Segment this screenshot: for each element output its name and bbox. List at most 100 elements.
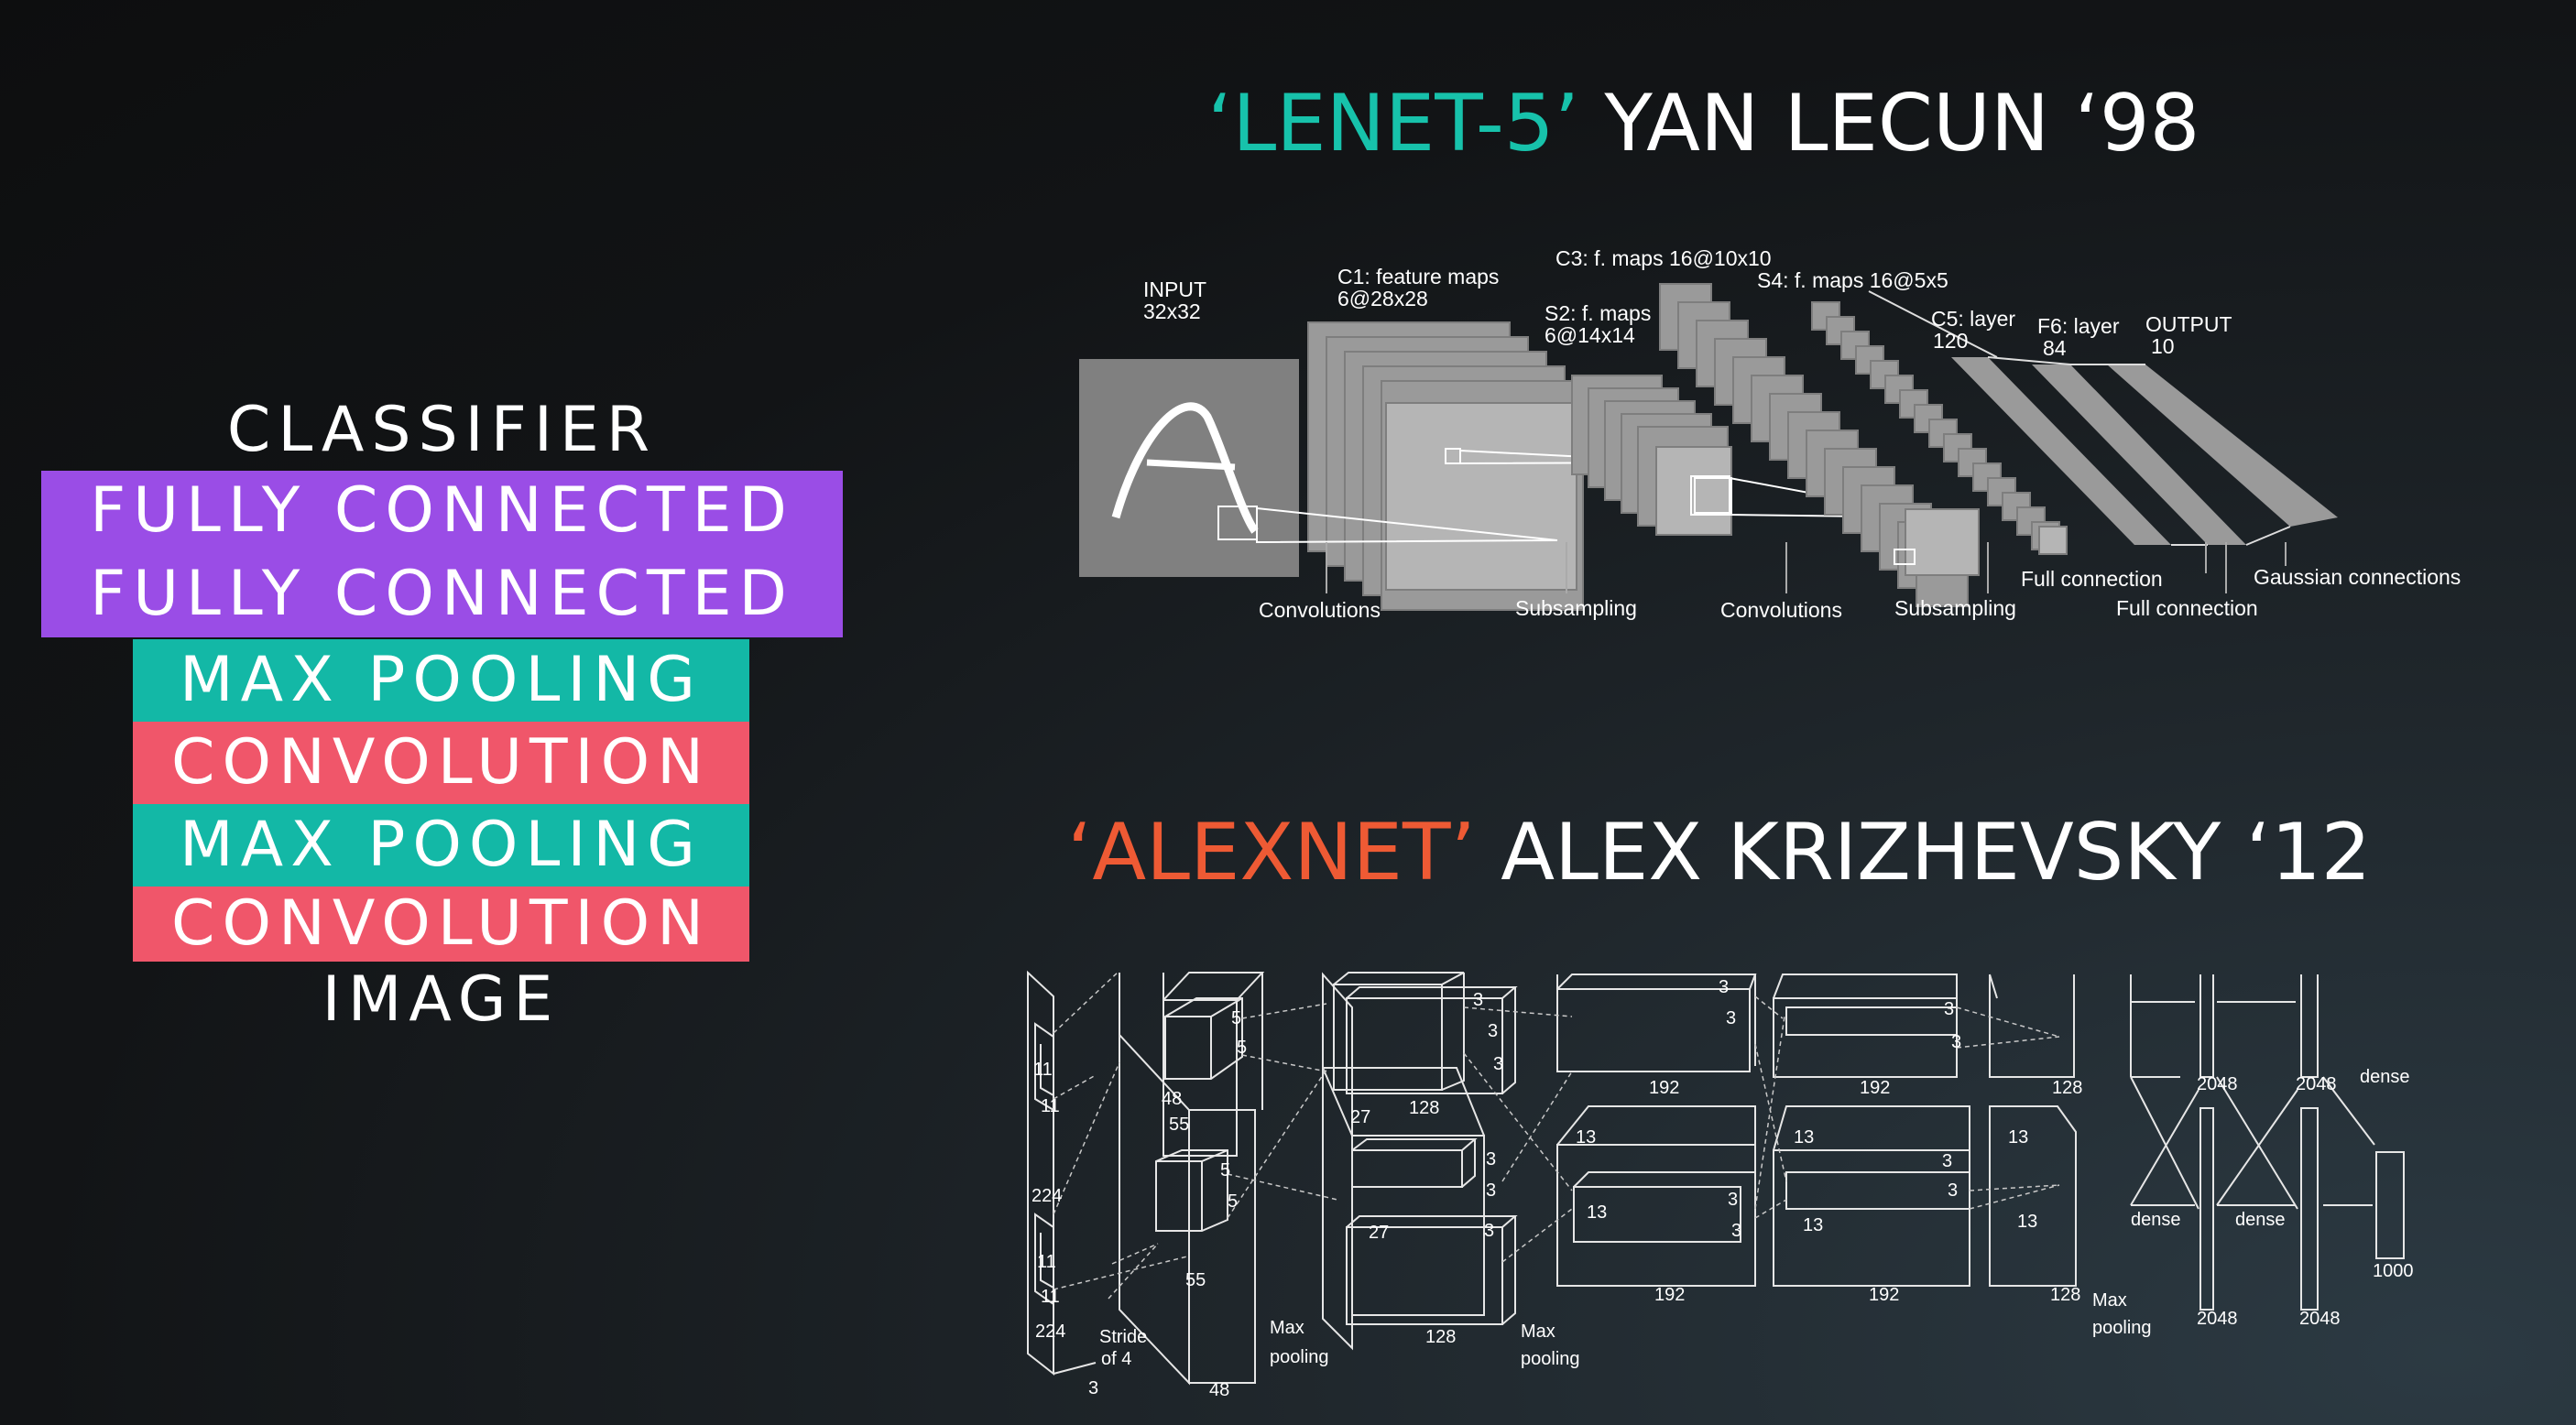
lenet-name: ‘LENET-5’ — [1207, 78, 1579, 169]
alexnet-name: ‘ALEXNET’ — [1067, 807, 1476, 898]
conv2-top-block — [1333, 972, 1465, 1091]
alex-224a: 224 — [1031, 1186, 1062, 1206]
conv3-top-block — [1556, 974, 1757, 1072]
lenet-convolutions-1: Convolutions — [1259, 598, 1381, 622]
alex-3b: 3 — [1488, 1021, 1498, 1041]
conv3-bottom-block — [1556, 1105, 1756, 1287]
alex-3e: 3 — [1486, 1180, 1496, 1201]
alex-of-4: of 4 — [1101, 1349, 1131, 1369]
conv4-bottom-block — [1773, 1105, 1970, 1287]
conv5-top-block — [1989, 974, 2075, 1078]
lenet-f6-size: 84 — [2043, 336, 2067, 360]
lenet-c1-label: C1: feature maps — [1337, 265, 1499, 288]
conv2-kernel-top — [1346, 986, 1518, 1094]
lenet-c3-label: C3: f. maps 16@10x10 — [1555, 246, 1772, 270]
alex-3f: 3 — [1484, 1221, 1494, 1241]
c5-layer — [1951, 357, 2171, 545]
alex-3h: 3 — [1726, 1008, 1736, 1028]
convolution-layer-1: CONVOLUTION — [133, 722, 749, 804]
alex-3c: 3 — [1493, 1054, 1503, 1074]
conv1-kernel-top — [1164, 997, 1243, 1080]
alex-128b: 128 — [1425, 1327, 1456, 1347]
lenet-input-size: 32x32 — [1143, 299, 1201, 323]
alex-3: 3 — [1088, 1378, 1098, 1398]
alex-max-3: Max — [2092, 1290, 2127, 1311]
c1-to-s2-connection — [1459, 449, 1696, 465]
alex-pooling-3: pooling — [2092, 1318, 2152, 1338]
lenet-full-connection-2: Full connection — [2116, 596, 2258, 620]
lenet-subsampling-2: Subsampling — [1894, 596, 2016, 620]
alex-3n: 3 — [1948, 1180, 1958, 1201]
dense2-bottom — [2300, 1107, 2319, 1311]
f6-layer — [2032, 364, 2246, 545]
s4-window — [1894, 549, 1916, 565]
conv4-kernel-top — [1785, 1006, 1958, 1036]
alex-max-2: Max — [1521, 1322, 1555, 1342]
alex-128a: 128 — [1409, 1098, 1439, 1118]
conv4-kernel — [1785, 1171, 1970, 1210]
dense-arrows — [2130, 1001, 2375, 1210]
conv2-bottom-block — [1322, 1067, 1485, 1316]
alex-pooling-1: pooling — [1270, 1347, 1329, 1367]
alex-192c: 192 — [1860, 1078, 1890, 1098]
alex-55b: 55 — [1185, 1270, 1206, 1290]
input-image-map — [1079, 359, 1299, 577]
alex-27a: 27 — [1350, 1107, 1370, 1127]
alex-5c: 5 — [1220, 1160, 1230, 1180]
alexnet-volumes — [1027, 970, 2405, 1386]
lenet-s2-label: S2: f. maps — [1545, 301, 1651, 325]
alex-3d: 3 — [1486, 1149, 1496, 1169]
alex-3l: 3 — [1951, 1032, 1961, 1052]
max-pooling-layer-2: MAX POOLING — [133, 804, 749, 887]
image-label: IMAGE — [322, 963, 561, 1036]
conv2-kernel-mid — [1351, 1138, 1478, 1188]
alex-5a: 5 — [1231, 1008, 1241, 1028]
alex-13a: 13 — [1576, 1127, 1596, 1148]
fc-connection-lines — [1868, 290, 2291, 546]
conv3-edges — [1556, 974, 1756, 1062]
c1-connection — [1256, 506, 1558, 544]
alexnet-title: ‘ALEXNET’ ALEX KRIZHEVSKY ‘12 — [1067, 813, 2371, 892]
conv4-top-block — [1773, 974, 1958, 1078]
classifier-label: CLASSIFIER — [226, 394, 658, 466]
lenet-c5-size: 120 — [1933, 329, 1968, 353]
dense1-bottom — [2199, 1107, 2214, 1311]
conv5-bottom-block — [1989, 1105, 2077, 1287]
alex-max-1: Max — [1270, 1318, 1304, 1338]
alex-dense-a: dense — [2360, 1067, 2410, 1087]
alex-13b: 13 — [1587, 1202, 1607, 1223]
alex-3i: 3 — [1728, 1190, 1738, 1210]
alex-13d: 13 — [1803, 1215, 1823, 1235]
lenet-input-label: INPUT — [1143, 277, 1206, 301]
c3-window — [1694, 477, 1732, 514]
input-kernel-bottom — [1034, 1213, 1054, 1306]
dense1-top — [2199, 974, 2214, 1078]
alex-3a: 3 — [1473, 990, 1483, 1010]
alex-dense-b: dense — [2131, 1210, 2181, 1230]
c3-feature-maps — [1659, 283, 1969, 607]
lenet-subsampling-1: Subsampling — [1515, 596, 1637, 620]
conv1-edge — [1119, 973, 1164, 1035]
max-pooling-layer-1: MAX POOLING — [133, 639, 749, 722]
lenet-title: ‘LENET-5’ YAN LECUN ‘98 — [1207, 84, 2199, 163]
alex-13e: 13 — [2008, 1127, 2028, 1148]
lenet-gaussian-connections: Gaussian connections — [2254, 565, 2461, 589]
lenet-c5-label: C5: layer — [1931, 307, 2015, 331]
alex-48b: 48 — [1209, 1380, 1229, 1400]
alex-192a: 192 — [1649, 1078, 1679, 1098]
conv2-left-edge — [1322, 972, 1353, 1351]
lenet-author: YAN LECUN ‘98 — [1578, 78, 2200, 169]
lenet-full-connection-1: Full connection — [2021, 567, 2163, 591]
alex-1000: 1000 — [2373, 1261, 2414, 1281]
lenet-c1-size: 6@28x28 — [1337, 287, 1428, 310]
alex-11a: 11 — [1033, 1060, 1053, 1080]
input-kernel-top — [1034, 1022, 1054, 1112]
lenet-output-size: 10 — [2151, 334, 2175, 358]
letter-a-glyph — [1111, 402, 1259, 534]
lenet-s4-label: S4: f. maps 16@5x5 — [1757, 268, 1948, 292]
lenet-f6-label: F6: layer — [2037, 314, 2120, 338]
operation-tick-marks — [1326, 542, 2287, 593]
conv1-top-block — [1162, 972, 1265, 1157]
conv1-bottom-block — [1188, 1109, 1256, 1384]
alex-55a: 55 — [1169, 1115, 1189, 1135]
